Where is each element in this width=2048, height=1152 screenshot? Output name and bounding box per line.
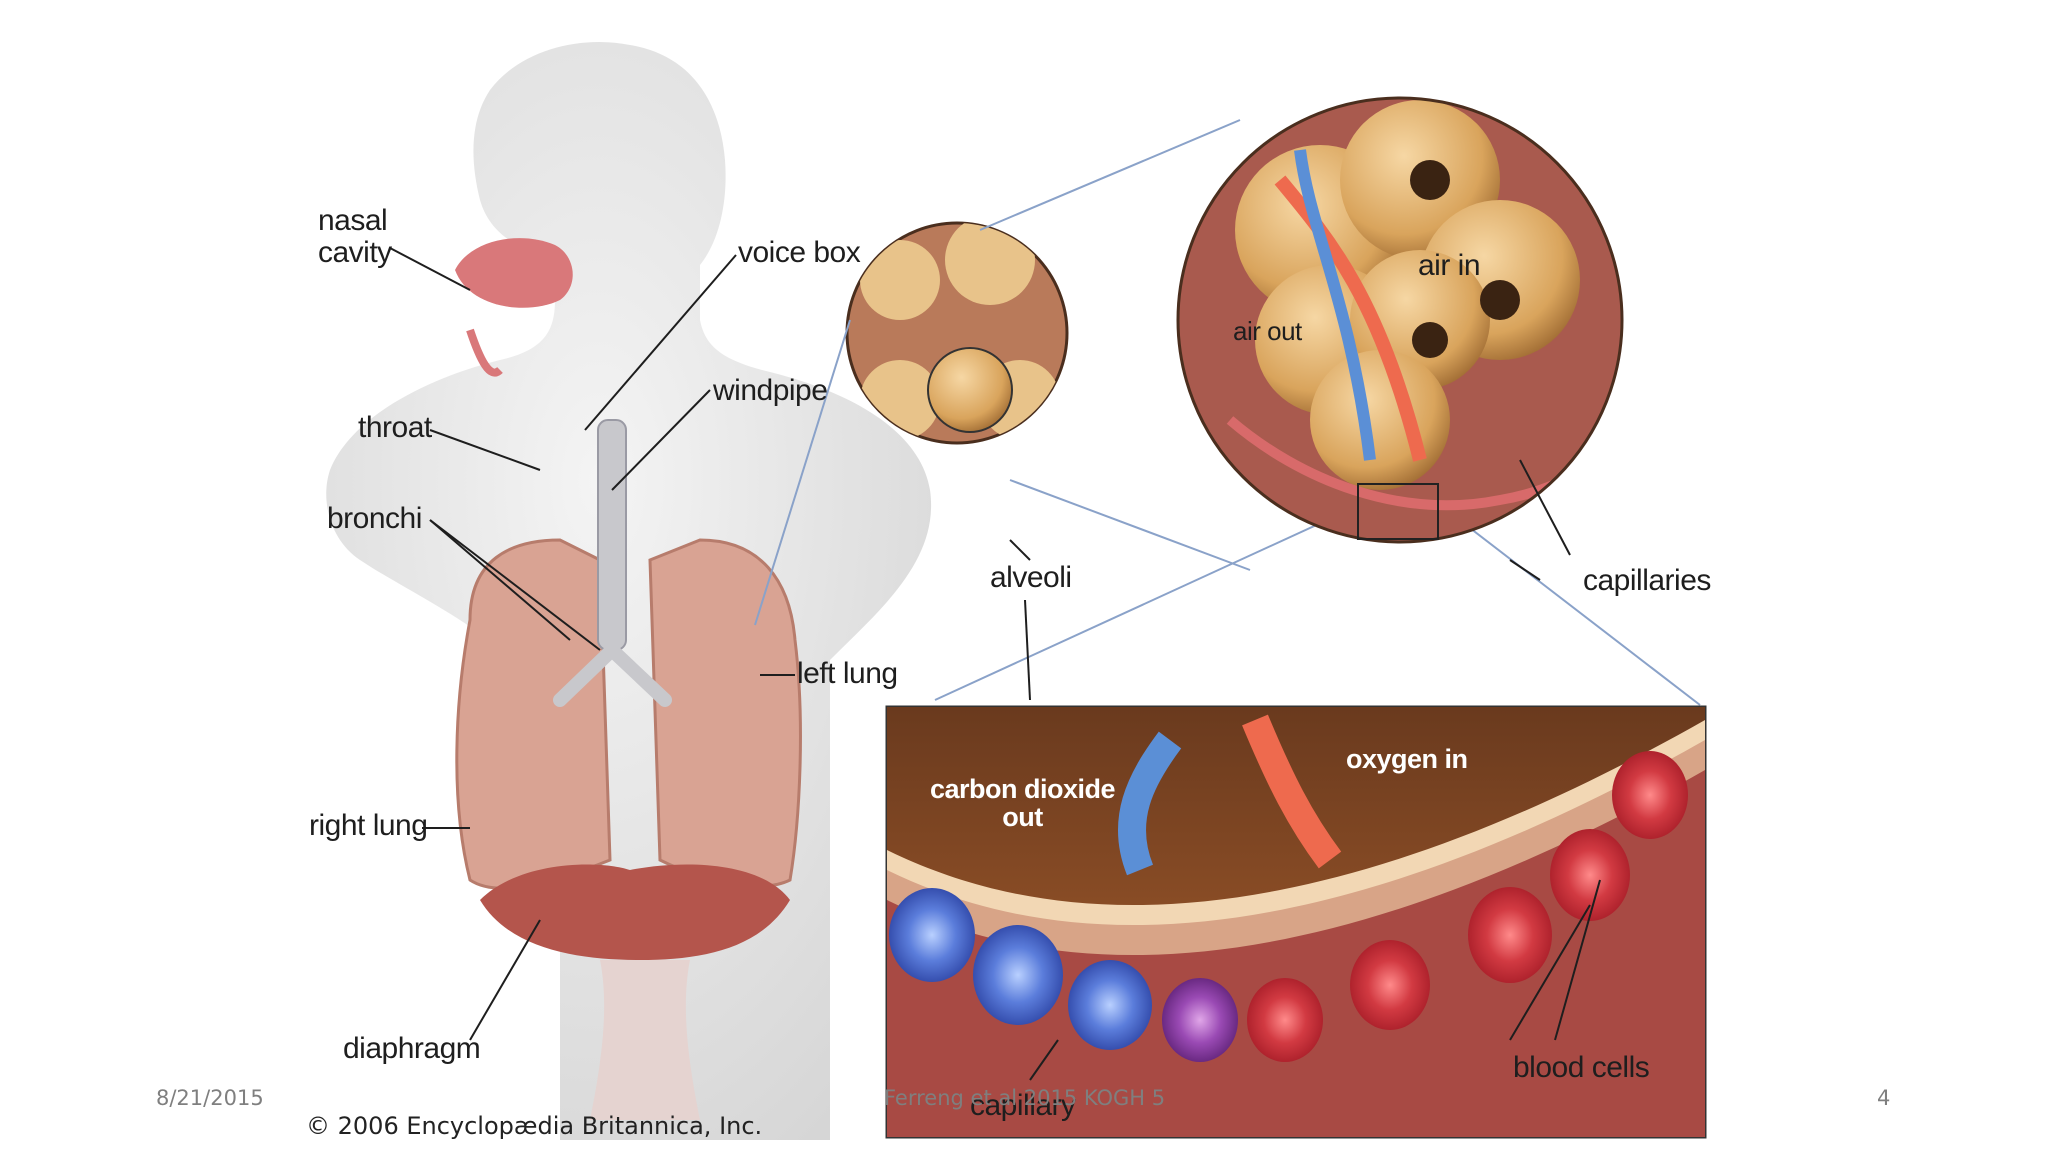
label-air-out: air out bbox=[1233, 316, 1302, 346]
footer-center: Ferreng et al 2015 KOGH 5 bbox=[884, 1086, 1166, 1110]
label-voice-box: voice box bbox=[738, 236, 861, 269]
label-carbon-dioxide-out: carbon dioxide out bbox=[930, 774, 1116, 833]
zoom-connectors bbox=[754, 119, 1701, 706]
label-capillary: capillary bbox=[970, 1089, 1076, 1122]
label-alveoli: alveoli bbox=[990, 561, 1072, 594]
label-left-lung: left lung bbox=[797, 657, 898, 690]
label-windpipe: windpipe bbox=[713, 374, 828, 407]
small-magnifier bbox=[845, 221, 1069, 445]
label-nasal-cavity: nasal cavity bbox=[318, 204, 392, 269]
alveoli-magnifier bbox=[1176, 96, 1624, 544]
label-diaphragm: diaphragm bbox=[343, 1032, 481, 1065]
label-air-in: air in bbox=[1418, 249, 1481, 282]
label-blood-cells: blood cells bbox=[1513, 1051, 1650, 1084]
capillary-panel bbox=[885, 705, 1707, 1139]
footer-page-number: 4 bbox=[1877, 1086, 1891, 1110]
label-oxygen-in: oxygen in bbox=[1346, 744, 1468, 774]
label-bronchi: bronchi bbox=[327, 502, 422, 535]
label-capillaries: capillaries bbox=[1583, 564, 1711, 597]
copyright: © 2006 Encyclopædia Britannica, Inc. bbox=[306, 1112, 763, 1140]
label-right-lung: right lung bbox=[309, 809, 428, 842]
airway bbox=[455, 238, 672, 707]
leader-lines bbox=[389, 247, 1601, 1081]
label-throat: throat bbox=[358, 411, 432, 444]
footer-date: 8/21/2015 bbox=[156, 1086, 264, 1110]
lungs bbox=[455, 538, 802, 1120]
